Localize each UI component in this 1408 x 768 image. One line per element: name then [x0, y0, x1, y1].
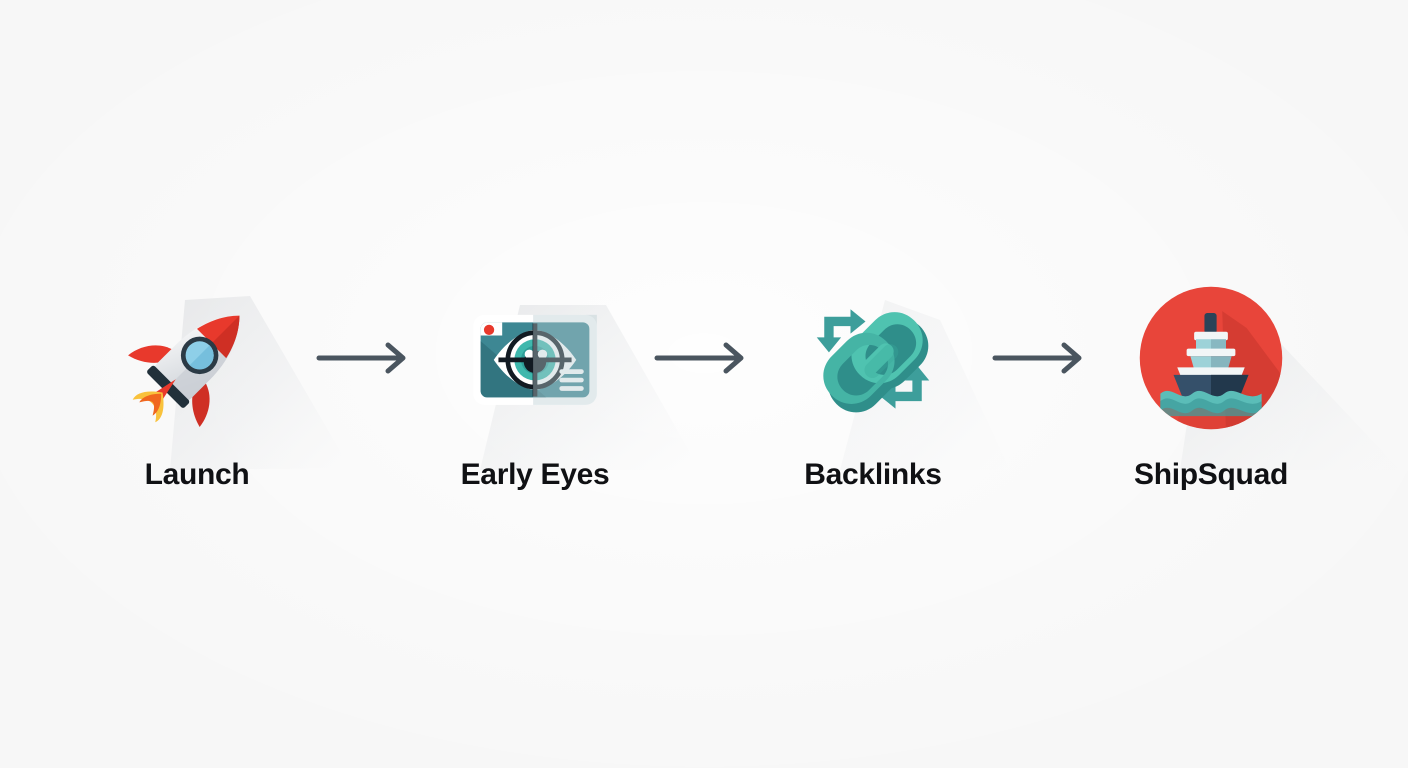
flow-step-launch[interactable]: Launch: [94, 278, 300, 490]
step-label-backlinks: Backlinks: [804, 458, 942, 491]
ship-circle-icon: [1131, 278, 1291, 438]
arrow-3: [976, 328, 1108, 388]
arrow-right-icon: [992, 342, 1082, 374]
step-label-shipsquad: ShipSquad: [1134, 458, 1288, 491]
flow-step-early-eyes[interactable]: Early Eyes: [432, 278, 638, 490]
flow-step-shipsquad[interactable]: ShipSquad: [1108, 278, 1314, 490]
arrow-1: [300, 328, 432, 388]
rocket-icon: [117, 278, 277, 438]
step-label-early-eyes: Early Eyes: [460, 458, 610, 491]
step-label-launch: Launch: [144, 458, 250, 491]
arrow-right-icon: [654, 342, 744, 374]
flow-step-backlinks[interactable]: Backlinks: [770, 278, 976, 490]
arrow-2: [638, 328, 770, 388]
eye-monitor-icon: [455, 278, 615, 438]
arrow-right-icon: [316, 342, 406, 374]
chain-link-icon: [793, 278, 953, 438]
